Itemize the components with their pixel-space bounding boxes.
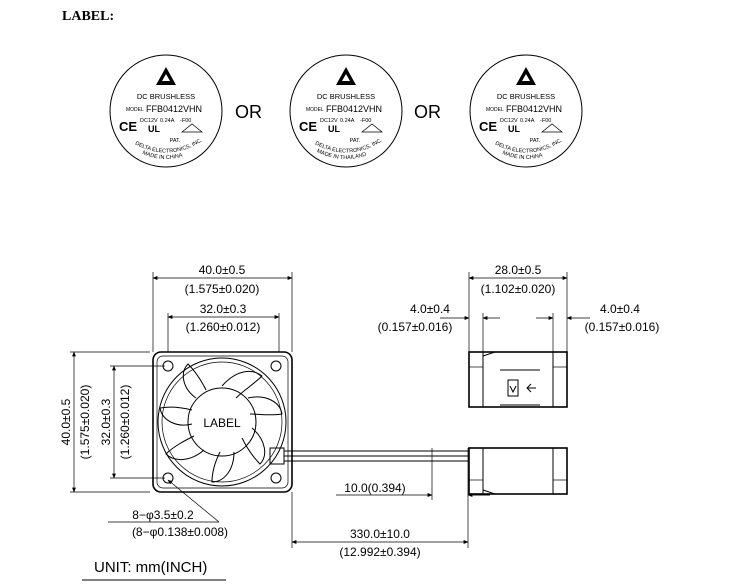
hole-pitch-mm: 32.0±0.3 <box>200 302 247 316</box>
side-lower-block <box>468 447 568 495</box>
fan-frame <box>152 351 293 493</box>
fan-venturi <box>157 357 287 487</box>
or-text-1: OR <box>235 102 262 122</box>
depth-mm: 28.0±0.5 <box>495 263 542 277</box>
label-disc-3: DC BRUSHLESS MODEL FFB0412VHN CE DC12V 0… <box>469 54 583 168</box>
label-suffix: -F00 <box>540 118 551 124</box>
height-mm: 40.0±0.5 <box>59 398 73 445</box>
holes-mm: 8−φ3.5±0.2 <box>132 508 194 522</box>
width-in: (1.575±0.020) <box>185 282 260 296</box>
front-view: 40.0±0.5 (1.575±0.020) 32.0±0.3 (1.260±0… <box>59 263 490 559</box>
delta-logo-icon <box>336 67 356 85</box>
cert-triangle-icon <box>361 123 383 133</box>
ce-mark-icon: CE <box>299 119 317 134</box>
lead-wires <box>269 447 469 548</box>
width-mm: 40.0±0.5 <box>199 263 246 277</box>
delta-logo-icon <box>516 67 536 85</box>
ul-mark-icon: UL <box>328 124 340 134</box>
fan-hub <box>187 387 257 457</box>
ul-mark-icon: UL <box>148 124 160 134</box>
height-in: (1.575±0.020) <box>78 385 92 460</box>
label-origin: MADE IN CHINA <box>141 150 183 161</box>
flange-left-mm: 4.0±0.4 <box>410 302 450 316</box>
label-brand-line: DC BRUSHLESS <box>497 92 555 101</box>
side-upper-block <box>468 351 568 408</box>
delta-logo-icon <box>156 67 176 85</box>
vpitch-in: (1.260±0.012) <box>118 385 132 460</box>
label-model-prefix: MODEL <box>306 107 324 113</box>
cert-triangle-icon <box>181 123 203 133</box>
label-origin: MADE IN CHINA <box>501 150 543 161</box>
label-current: 0.24A <box>520 118 535 124</box>
ce-mark-icon: CE <box>479 119 497 134</box>
hole-pitch-in: (1.260±0.012) <box>186 320 261 334</box>
mount-hole-icon <box>270 360 282 372</box>
or-text-2: OR <box>414 102 441 122</box>
label-patent: PAT. <box>170 138 181 144</box>
label-model-prefix: MODEL <box>486 107 504 113</box>
label-suffix: -F00 <box>180 118 191 124</box>
unit-text: UNIT: mm(INCH) <box>94 559 207 576</box>
label-current: 0.24A <box>160 118 175 124</box>
depth-in: (1.102±0.020) <box>481 282 556 296</box>
hub-label: LABEL <box>203 416 241 430</box>
label-rating: DC12V <box>140 118 158 124</box>
label-heading: LABEL: <box>62 9 114 24</box>
label-model: FFB0412VHN <box>506 104 562 114</box>
flange-right-in: (0.157±0.016) <box>585 320 660 334</box>
mount-hole-icon <box>270 472 282 484</box>
label-rating: DC12V <box>320 118 338 124</box>
label-rating: DC12V <box>500 118 518 124</box>
label-brand-line: DC BRUSHLESS <box>137 92 195 101</box>
label-disc-2: DC BRUSHLESS MODEL FFB0412VHN CE DC12V 0… <box>289 54 403 168</box>
ce-mark-icon: CE <box>119 119 137 134</box>
label-patent: PAT. <box>350 138 361 144</box>
side-view: 28.0±0.5 (1.102±0.020) 4.0±0.4 (0.157±0.… <box>378 263 660 495</box>
label-brand-line: DC BRUSHLESS <box>317 92 375 101</box>
strip-length: 10.0(0.394) <box>344 481 405 495</box>
vpitch-mm: 32.0±0.3 <box>99 398 113 445</box>
label-outline <box>289 54 403 168</box>
label-model-prefix: MODEL <box>126 107 144 113</box>
cert-triangle-icon <box>541 123 563 133</box>
holes-in: (8−φ0.138±0.008) <box>132 525 228 539</box>
label-patent: PAT. <box>530 138 541 144</box>
flange-left-in: (0.157±0.016) <box>378 320 453 334</box>
label-disc-1: DC BRUSHLESS MODEL FFB0412VHN CE DC12V 0… <box>109 54 223 168</box>
ul-mark-icon: UL <box>508 124 520 134</box>
label-suffix: -F00 <box>360 118 371 124</box>
fan-blades <box>159 363 283 483</box>
mount-hole-icon <box>162 360 174 372</box>
flange-right-mm: 4.0±0.4 <box>600 302 640 316</box>
lead-length-mm: 330.0±10.0 <box>350 527 410 541</box>
label-model: FFB0412VHN <box>326 104 382 114</box>
label-outline <box>469 54 583 168</box>
rotation-arrow-icon <box>507 379 519 397</box>
label-current: 0.24A <box>340 118 355 124</box>
label-model: FFB0412VHN <box>146 104 202 114</box>
label-outline <box>109 54 223 168</box>
lead-length-in: (12.992±0.394) <box>339 545 420 559</box>
